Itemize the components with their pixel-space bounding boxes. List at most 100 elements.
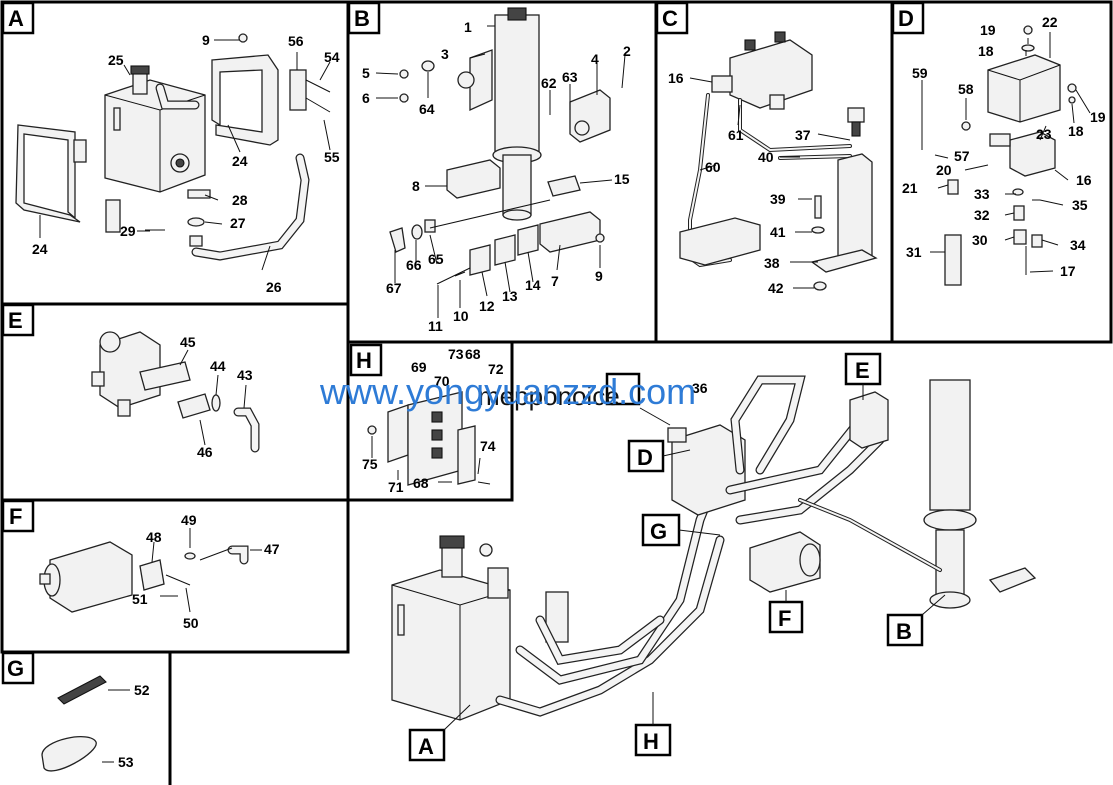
panel-g-label: 52 <box>134 682 150 698</box>
panel-h-letter: H <box>356 348 372 373</box>
panel-f-letter: F <box>9 504 22 529</box>
panel-d-label: 20 <box>936 162 952 178</box>
panel-e-letter: E <box>8 308 23 333</box>
panel-b-drawing <box>375 7 626 318</box>
panel-d-label: 18 <box>978 43 994 59</box>
panel-f-label: 50 <box>183 615 199 631</box>
panel-d-label: 19 <box>980 22 996 38</box>
panel-b-letter: B <box>354 6 370 31</box>
panel-h-frame <box>346 340 514 502</box>
panel-d-label: 34 <box>1070 237 1086 253</box>
panel-b-label: 62 <box>541 75 557 91</box>
overlay-text: mepponoice <box>478 381 620 411</box>
panel-b-label: 7 <box>551 273 559 289</box>
panel-d-label: 59 <box>912 65 928 81</box>
callout-b-letter: B <box>896 619 912 644</box>
panel-h-label: 68 <box>413 475 429 491</box>
panel-e-frame <box>0 302 350 502</box>
panel-c-label: 41 <box>770 224 786 240</box>
panel-f-drawing <box>39 528 262 613</box>
panel-a-letter: A <box>8 6 24 31</box>
panel-h-label: 68 <box>465 346 481 362</box>
panel-e-labels: 45 44 43 46 <box>180 334 253 460</box>
panel-e-label: 43 <box>237 367 253 383</box>
panel-d-drawing <box>921 25 1091 286</box>
watermark: www.yongyuanzzd.com <box>319 371 696 412</box>
panel-b-label: 3 <box>441 46 449 62</box>
panel-d-frame <box>890 0 1113 344</box>
panel-h-label: 71 <box>388 479 404 495</box>
panel-b-label: 10 <box>453 308 469 324</box>
panel-b-label: 8 <box>412 178 420 194</box>
panel-f-label: 49 <box>181 512 197 528</box>
panel-a-label: 54 <box>324 49 340 65</box>
callout-36: 36 <box>692 380 708 396</box>
panel-d-letter: D <box>898 6 914 31</box>
panel-c-label: 39 <box>770 191 786 207</box>
panel-b-label: 15 <box>614 171 630 187</box>
panel-a-label: 29 <box>120 223 136 239</box>
panel-a-labels: 9 25 56 54 24 55 28 27 29 24 26 <box>32 32 340 295</box>
panel-f-label: 48 <box>146 529 162 545</box>
panel-c-label: 16 <box>668 70 684 86</box>
panel-c-letter: C <box>662 6 678 31</box>
panel-d-label: 19 <box>1090 109 1106 125</box>
panel-f-labels: 48 49 47 51 50 <box>132 512 280 631</box>
panel-b-label: 66 <box>406 257 422 273</box>
panel-d-label: 35 <box>1072 197 1088 213</box>
panel-d-label: 32 <box>974 207 990 223</box>
panel-a-label: 28 <box>232 192 248 208</box>
panel-d-labels: 19 22 18 59 58 23 18 19 20 57 21 16 33 3… <box>902 14 1106 279</box>
panel-h-label: 70 <box>434 373 450 389</box>
callout-a-letter: A <box>418 734 434 759</box>
panel-d-label: 22 <box>1042 14 1058 30</box>
panel-b-label: 2 <box>623 43 631 59</box>
panel-d-label: 33 <box>974 186 990 202</box>
panel-e-label: 46 <box>197 444 213 460</box>
panel-c-label: 40 <box>758 149 774 165</box>
panel-b-label: 63 <box>562 69 578 85</box>
panel-a-label: 25 <box>108 52 124 68</box>
panel-d-label: 23 <box>1036 126 1052 142</box>
main-callouts: 36 D E G F B A H <box>408 352 946 762</box>
panel-c-label: 42 <box>768 280 784 296</box>
panel-a-label: 24 <box>232 153 248 169</box>
panel-h-label: 75 <box>362 456 378 472</box>
main-assembly-drawing <box>391 375 1037 721</box>
panel-b-labels: 1 3 2 5 6 64 4 62 63 8 15 67 66 65 7 9 1… <box>362 19 631 334</box>
panel-h-label: 73 <box>448 346 464 362</box>
panel-e-label: 44 <box>210 358 226 374</box>
panel-g-letter: G <box>7 656 24 681</box>
panel-letter-boxes: A B C D E F G H <box>1 1 925 685</box>
panel-e-drawing <box>91 331 260 453</box>
panel-a-label: 26 <box>266 279 282 295</box>
panel-b-label: 9 <box>595 268 603 284</box>
panel-d-label: 31 <box>906 244 922 260</box>
panel-b-label: 11 <box>428 318 443 334</box>
panel-h-label: 72 <box>488 361 504 377</box>
panel-d-label: 16 <box>1076 172 1092 188</box>
panel-h-labels: 69 73 68 70 72 75 74 71 68 <box>362 346 504 495</box>
panel-b-label: 12 <box>479 298 495 314</box>
panel-b-label: 1 <box>464 19 472 35</box>
callout-g-letter: G <box>650 519 667 544</box>
callout-e-letter: E <box>855 358 870 383</box>
panel-c-drawing <box>679 31 878 291</box>
panel-g-labels: 52 53 <box>118 682 150 770</box>
panel-g-label: 53 <box>118 754 134 770</box>
panel-a-label: 9 <box>202 32 210 48</box>
panel-b-label: 13 <box>502 288 518 304</box>
panel-d-label: 21 <box>902 180 918 196</box>
panel-f-label: 47 <box>264 541 280 557</box>
panel-b-label: 14 <box>525 277 541 293</box>
panel-f-label: 51 <box>132 591 148 607</box>
panel-f-frame <box>0 498 350 654</box>
panel-d-label: 57 <box>954 148 970 164</box>
panel-g-frame <box>2 650 172 785</box>
panel-c-labels: 16 61 60 37 40 39 41 38 42 <box>668 70 811 296</box>
panel-g-drawing <box>41 675 130 772</box>
panel-a-label: 56 <box>288 33 304 49</box>
callout-f-letter: F <box>778 606 791 631</box>
panel-a-label: 27 <box>230 215 246 231</box>
